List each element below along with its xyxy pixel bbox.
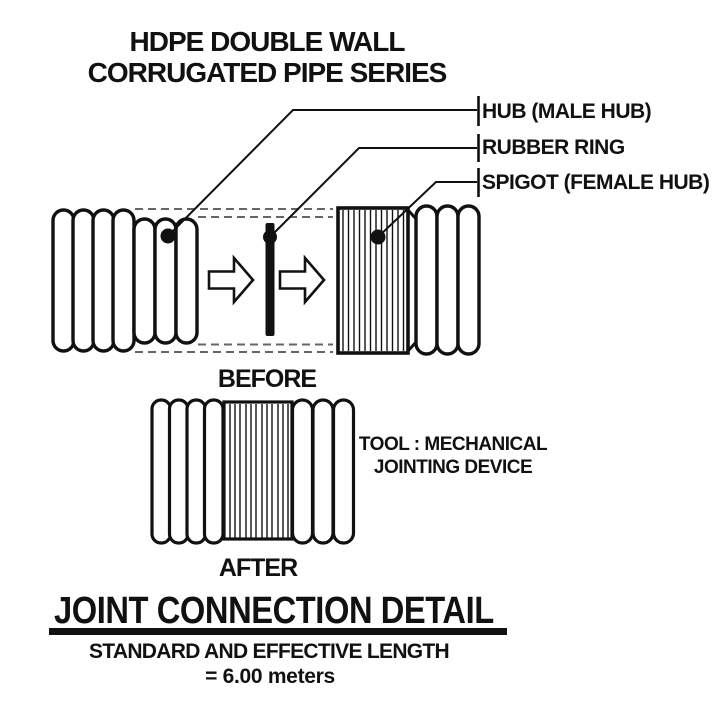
spigot-hatch [342,210,405,351]
after-joined-pipe [150,398,356,545]
female-pipe [336,204,481,356]
ring-leader-line [269,147,477,238]
callout-rubber-ring: RUBBER RING [482,136,625,159]
joint-hatch [229,404,289,539]
hub-leader-line [167,109,477,237]
length-value-text: = 6.00 meters [205,665,335,688]
standard-length-text: STANDARD AND EFFECTIVE LENGTH [88,640,450,663]
callout-hub: HUB (MALE HUB) [482,100,652,123]
arrow-right-icon [278,254,326,306]
leader-lines [167,96,480,238]
spigot-leader-line [377,181,477,238]
page-title: HDPE DOUBLE WALL CORRUGATED PIPE SERIES [87,26,448,88]
rubber-ring [263,223,277,336]
heading-underline [49,628,507,635]
callout-spigot: SPIGOT (FEMALE HUB) [482,171,710,194]
male-pipe [51,208,199,353]
arrow-right-icon [207,254,255,306]
joint-connection-heading: JOINT CONNECTION DETAIL [54,590,494,632]
tool-note: TOOL : MECHANICAL JOINTING DEVICE [358,434,548,478]
dashed-guides [135,208,333,353]
after-label: AFTER [218,554,298,582]
before-label: BEFORE [217,365,317,393]
